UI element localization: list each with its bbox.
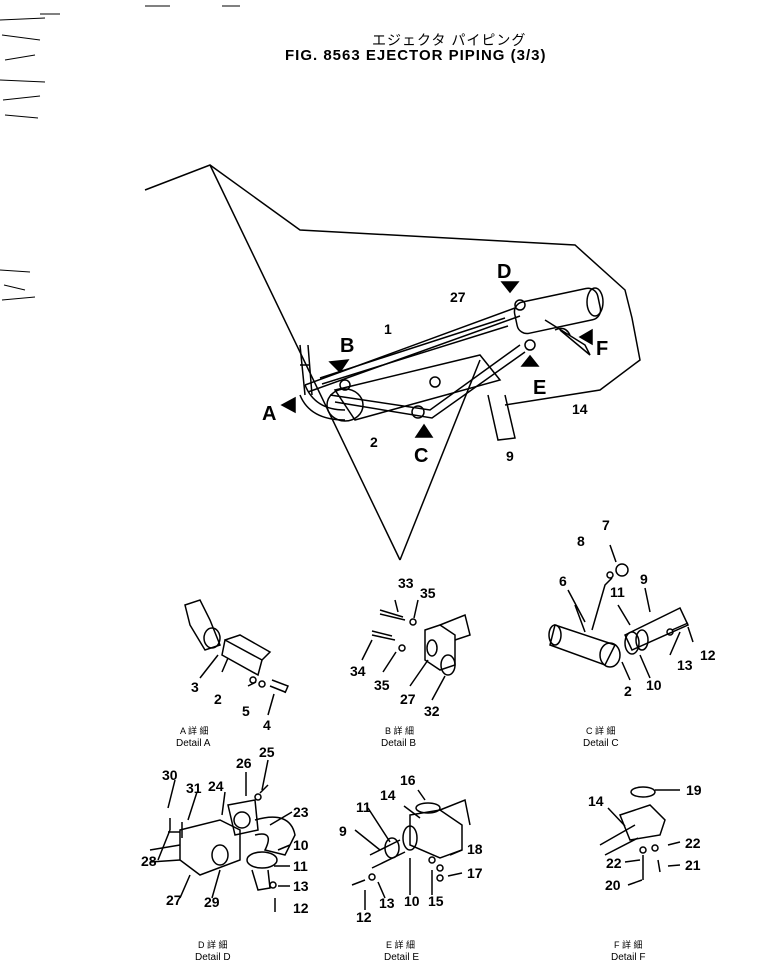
detail-d-drawing bbox=[149, 759, 296, 912]
detail-caption-jp: A 詳 細 bbox=[180, 725, 209, 736]
part-number: 12 bbox=[356, 909, 372, 925]
view-letter-d: D bbox=[497, 261, 511, 283]
part-number: 10 bbox=[293, 837, 309, 853]
part-number: 26 bbox=[236, 755, 252, 771]
detail-e-labels: 16 14 11 9 18 17 12 13 10 15 E 詳 細 Detai… bbox=[339, 772, 483, 963]
part-number: 22 bbox=[685, 835, 701, 851]
part-number: 2 bbox=[370, 434, 378, 450]
view-letter-e: E bbox=[533, 377, 546, 399]
main-labels: A B C D E F 27 1 2 9 14 bbox=[262, 261, 608, 467]
detail-b-drawing bbox=[361, 599, 471, 701]
part-number: 9 bbox=[640, 571, 648, 587]
part-number: 7 bbox=[602, 517, 610, 533]
part-number: 6 bbox=[559, 573, 567, 589]
arrow-b-icon bbox=[328, 359, 350, 374]
view-arrows bbox=[280, 281, 593, 438]
main-assembly-drawing bbox=[144, 164, 641, 561]
detail-a-drawing bbox=[184, 599, 289, 716]
part-number: 4 bbox=[263, 717, 271, 733]
part-number: 11 bbox=[610, 584, 625, 600]
arrow-d-icon bbox=[500, 281, 520, 294]
part-number: 8 bbox=[577, 533, 585, 549]
part-number: 34 bbox=[350, 663, 366, 679]
part-number: 12 bbox=[700, 647, 716, 663]
detail-caption-jp: D 詳 細 bbox=[198, 939, 228, 950]
part-number: 14 bbox=[380, 787, 396, 803]
detail-caption-jp: B 詳 細 bbox=[385, 725, 414, 736]
part-number: 19 bbox=[686, 782, 702, 798]
part-number: 32 bbox=[424, 703, 440, 719]
part-number: 27 bbox=[166, 892, 182, 908]
part-number: 27 bbox=[450, 289, 466, 305]
detail-caption: Detail D bbox=[195, 952, 231, 963]
detail-caption-jp: E 詳 細 bbox=[386, 939, 415, 950]
part-number: 16 bbox=[400, 772, 416, 788]
arrow-a-icon bbox=[280, 396, 296, 414]
part-number: 31 bbox=[186, 780, 202, 796]
detail-caption: Detail A bbox=[176, 738, 211, 749]
part-number: 3 bbox=[191, 679, 199, 695]
detail-a-labels: 3 2 5 4 A 詳 細 Detail A bbox=[176, 679, 271, 749]
part-number: 10 bbox=[404, 893, 420, 909]
detail-caption-jp: F 詳 細 bbox=[614, 939, 643, 950]
part-number: 11 bbox=[293, 858, 308, 874]
part-number: 11 bbox=[356, 799, 371, 815]
detail-e-drawing bbox=[351, 789, 471, 910]
part-number: 5 bbox=[242, 703, 250, 719]
part-number: 13 bbox=[379, 895, 395, 911]
part-number: 2 bbox=[214, 691, 222, 707]
part-number: 13 bbox=[677, 657, 693, 673]
part-number: 12 bbox=[293, 900, 309, 916]
part-number: 10 bbox=[646, 677, 662, 693]
scan-artifacts bbox=[0, 5, 240, 301]
part-number: 15 bbox=[428, 893, 444, 909]
arrow-f-icon bbox=[578, 328, 593, 346]
part-number: 13 bbox=[293, 878, 309, 894]
part-number: 9 bbox=[339, 823, 347, 839]
detail-f-labels: 14 19 22 22 21 20 F 詳 細 Detail F bbox=[588, 782, 702, 963]
part-number: 27 bbox=[400, 691, 416, 707]
part-number: 17 bbox=[467, 865, 483, 881]
view-letter-c: C bbox=[414, 445, 428, 467]
part-number: 35 bbox=[374, 677, 390, 693]
part-number: 2 bbox=[624, 683, 632, 699]
part-number: 21 bbox=[685, 857, 701, 873]
view-letter-f: F bbox=[596, 338, 608, 360]
part-number: 14 bbox=[588, 793, 604, 809]
figure-title: FIG. 8563 EJECTOR PIPING (3/3) bbox=[285, 47, 547, 64]
part-number: 14 bbox=[572, 401, 588, 417]
arrow-e-icon bbox=[520, 354, 540, 367]
detail-c-labels: 7 8 6 9 11 13 12 10 2 C 詳 細 Detail C bbox=[559, 517, 716, 749]
part-number: 9 bbox=[506, 448, 514, 464]
detail-caption: Detail E bbox=[384, 952, 419, 963]
title-japanese: エジェクタ パイピング bbox=[372, 32, 527, 48]
part-number: 30 bbox=[162, 767, 178, 783]
detail-caption: Detail B bbox=[381, 738, 416, 749]
detail-d-labels: 30 31 24 26 25 23 28 10 11 13 12 27 29 D… bbox=[141, 744, 309, 963]
part-number: 22 bbox=[606, 855, 622, 871]
part-number: 33 bbox=[398, 575, 414, 591]
detail-caption: Detail F bbox=[611, 952, 645, 963]
part-number: 24 bbox=[208, 778, 224, 794]
part-number: 20 bbox=[605, 877, 621, 893]
detail-caption: Detail C bbox=[583, 738, 619, 749]
part-number: 35 bbox=[420, 585, 436, 601]
part-number: 28 bbox=[141, 853, 157, 869]
arrow-c-icon bbox=[414, 423, 434, 438]
view-letter-b: B bbox=[340, 335, 354, 357]
detail-caption-jp: C 詳 細 bbox=[586, 725, 616, 736]
part-number: 29 bbox=[204, 894, 220, 910]
detail-b-labels: 33 35 34 35 27 32 B 詳 細 Detail B bbox=[350, 575, 440, 749]
view-letter-a: A bbox=[262, 403, 276, 425]
part-number: 1 bbox=[384, 321, 392, 337]
part-number: 18 bbox=[467, 841, 483, 857]
part-number: 23 bbox=[293, 804, 309, 820]
detail-c-drawing bbox=[548, 544, 694, 681]
detail-f-drawing bbox=[599, 786, 681, 886]
part-number: 25 bbox=[259, 744, 275, 760]
